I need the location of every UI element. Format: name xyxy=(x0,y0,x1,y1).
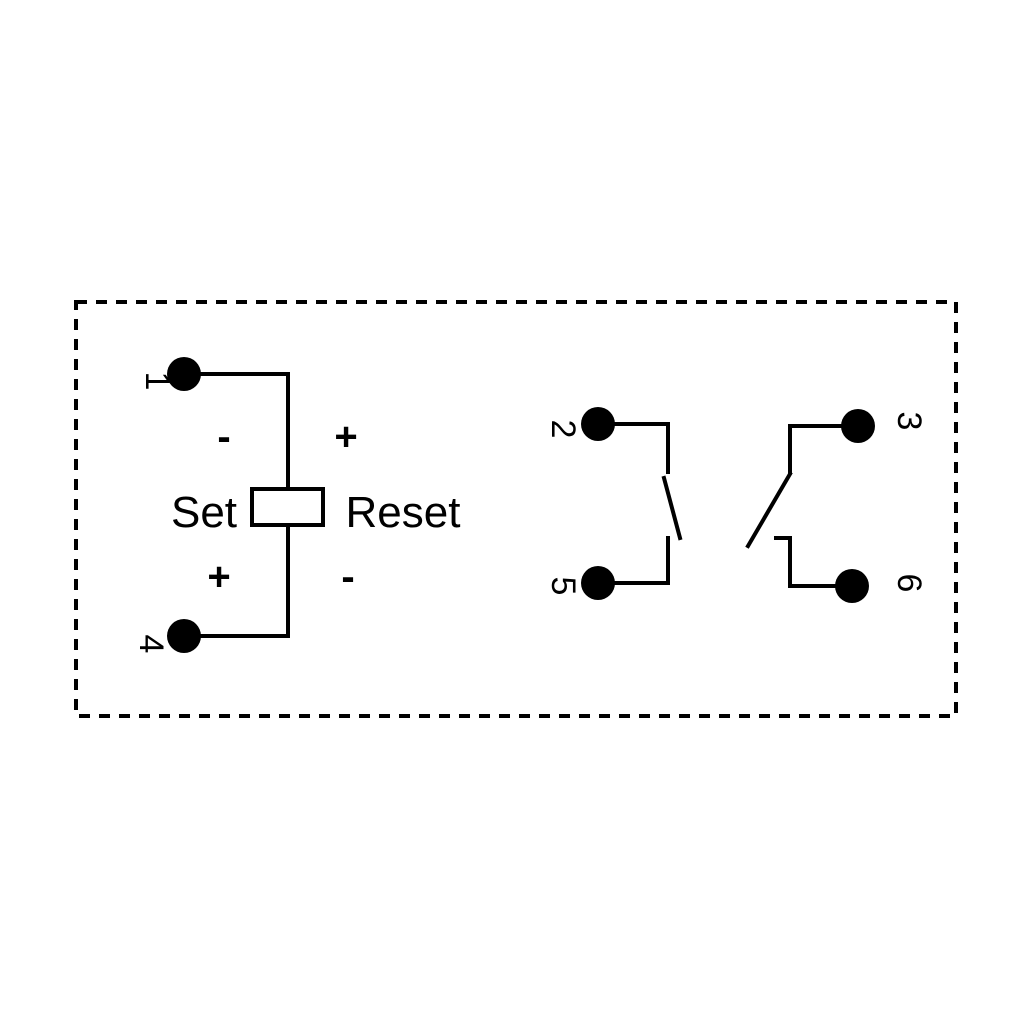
package-outline xyxy=(74,300,958,718)
reset-label: Reset xyxy=(346,488,461,537)
terminal-2 xyxy=(581,407,615,441)
terminal-4 xyxy=(167,619,201,653)
polarity-bottom-left: + xyxy=(207,555,230,599)
polarity-bottom-right: - xyxy=(341,555,354,599)
contact-pair-2-5: 2 5 xyxy=(544,407,683,600)
terminal-3 xyxy=(841,409,875,443)
contact-wire-3 xyxy=(788,424,858,474)
terminal-5 xyxy=(581,566,615,600)
terminal-6 xyxy=(835,569,869,603)
coil-wire-bottom xyxy=(182,523,290,638)
contact-blade-2-5 xyxy=(661,475,683,541)
pin-label-4: 4 xyxy=(132,635,170,654)
pin-label-6: 6 xyxy=(890,574,928,593)
polarity-top-left: - xyxy=(217,415,230,459)
coil-circuit: 1 4 - + + - Set Reset xyxy=(132,357,460,653)
set-label: Set xyxy=(171,488,237,537)
contact-wire-5 xyxy=(596,536,670,585)
contact-wire-2 xyxy=(596,422,670,474)
pin-label-1: 1 xyxy=(138,372,176,391)
pin-label-2: 2 xyxy=(544,420,582,439)
coil-symbol xyxy=(250,487,325,527)
coil-wire-top xyxy=(182,372,290,491)
pin-label-5: 5 xyxy=(544,577,582,596)
contact-blade-3-6 xyxy=(745,471,793,549)
pin-label-3: 3 xyxy=(890,412,928,431)
terminal-1 xyxy=(167,357,201,391)
contact-wire-6 xyxy=(774,536,854,588)
polarity-top-right: + xyxy=(334,415,357,459)
contact-pair-3-6: 3 6 xyxy=(745,409,928,603)
